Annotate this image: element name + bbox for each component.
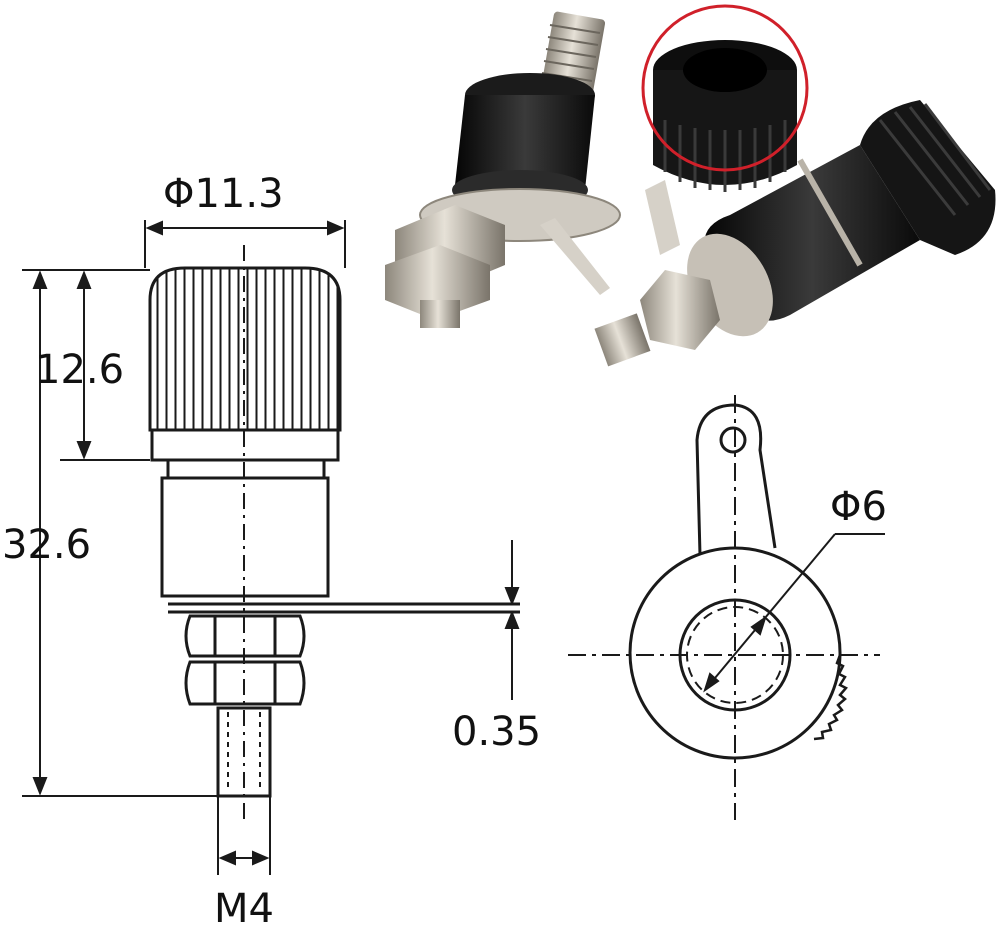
solder-tab <box>168 602 520 614</box>
photo-post-right <box>594 100 996 367</box>
photo-cap <box>641 4 809 192</box>
photo-post-left <box>385 11 621 328</box>
terminal-top-view <box>568 395 880 820</box>
dim-head-diameter: Φ11.3 <box>163 171 284 217</box>
lug-hole <box>719 426 747 454</box>
hex-nuts <box>184 614 306 706</box>
dim-tab-thickness: 0.35 <box>452 709 541 755</box>
side-view <box>148 245 520 820</box>
dimension-lines <box>22 220 520 875</box>
serrated-ring <box>628 546 842 760</box>
dim-thread: M4 <box>214 886 274 932</box>
dim-hole-diameter: Φ6 <box>830 484 887 530</box>
dim-knurl-height: 12.6 <box>35 347 124 393</box>
product-photos <box>385 4 996 367</box>
hole-dimension <box>703 533 885 693</box>
dim-total-height: 32.6 <box>2 522 91 568</box>
highlight-ring <box>641 4 809 172</box>
